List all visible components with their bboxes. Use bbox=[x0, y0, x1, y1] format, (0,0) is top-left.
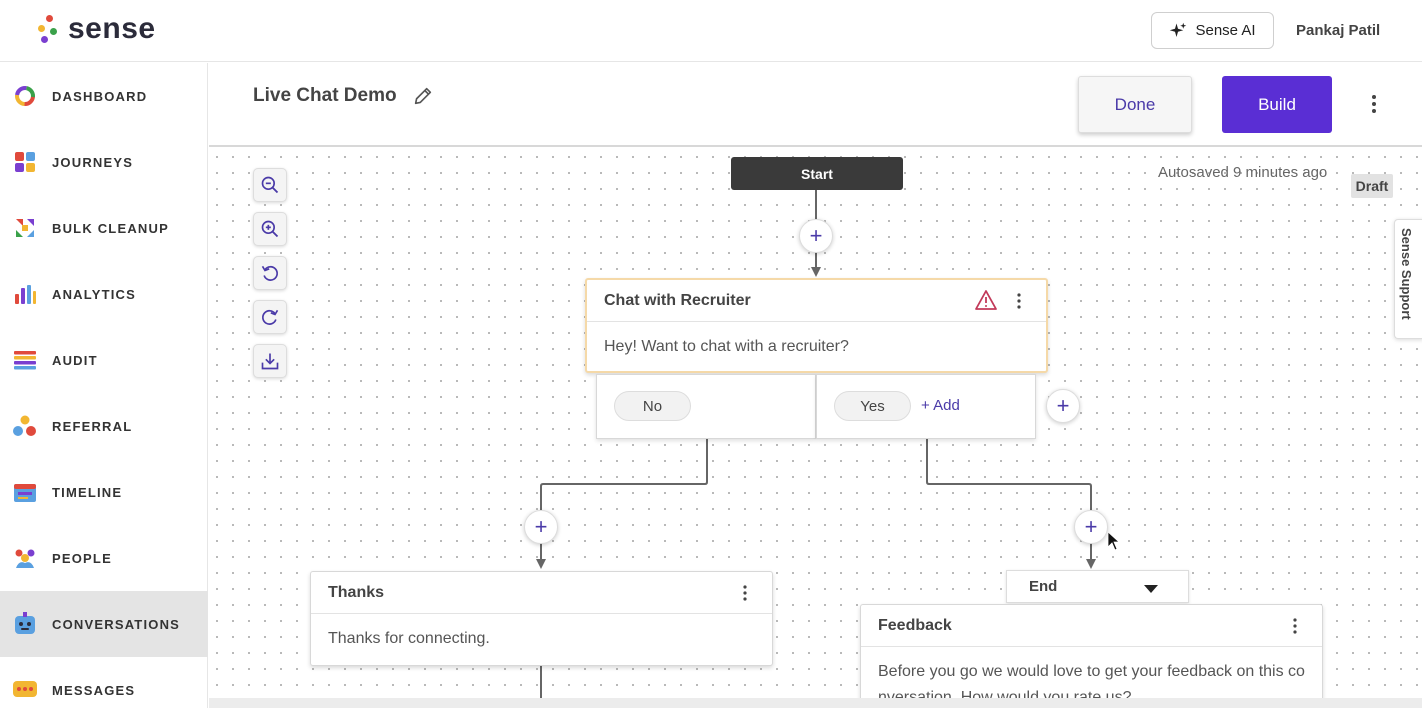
option-pill-no[interactable]: No bbox=[614, 391, 691, 421]
build-button[interactable]: Build bbox=[1222, 76, 1332, 133]
sidebar-item-label: BULK CLEANUP bbox=[52, 220, 169, 236]
undo-button[interactable] bbox=[253, 256, 287, 290]
analytics-bars-icon bbox=[15, 285, 36, 304]
sidebar-item-referral[interactable]: REFERRAL bbox=[0, 393, 208, 459]
end-select-value: End bbox=[1029, 578, 1058, 595]
sense-logo[interactable]: sense bbox=[38, 12, 156, 46]
user-name[interactable]: Pankaj Patil bbox=[1296, 22, 1381, 39]
option-branch-yes: Yes + Add bbox=[816, 374, 1036, 439]
chat-with-recruiter-node[interactable]: Chat with Recruiter Hey! Want to chat wi… bbox=[585, 278, 1048, 373]
start-node[interactable]: Start bbox=[731, 157, 903, 190]
journeys-grid-icon bbox=[15, 152, 35, 172]
sidebar-item-conversations[interactable]: CONVERSATIONS bbox=[0, 591, 208, 657]
autosave-status: Autosaved 9 minutes ago bbox=[1158, 164, 1328, 181]
add-step-button[interactable]: + bbox=[524, 510, 558, 544]
sidebar-item-analytics[interactable]: ANALYTICS bbox=[0, 261, 208, 327]
undo-icon bbox=[261, 265, 278, 281]
messages-bubble-icon bbox=[13, 681, 37, 697]
redo-icon bbox=[262, 309, 279, 325]
sense-support-tab[interactable]: Sense Support bbox=[1394, 219, 1422, 339]
option-branch-no: No bbox=[596, 374, 816, 439]
zoom-out-button[interactable] bbox=[253, 168, 287, 202]
sidebar-item-journeys[interactable]: JOURNEYS bbox=[0, 129, 208, 195]
option-pill-yes[interactable]: Yes bbox=[834, 391, 911, 421]
node-more-icon[interactable] bbox=[742, 585, 748, 601]
redo-button[interactable] bbox=[253, 300, 287, 334]
audit-list-icon bbox=[14, 351, 36, 370]
status-badge: Draft bbox=[1351, 174, 1393, 198]
node-title: Chat with Recruiter bbox=[604, 291, 751, 309]
zoom-in-icon bbox=[261, 220, 279, 238]
node-message: Hey! Want to chat with a recruiter? bbox=[604, 338, 849, 355]
top-bar: sense Sense AI Pankaj Patil bbox=[0, 0, 1422, 62]
download-icon bbox=[261, 353, 279, 370]
add-step-button[interactable]: + bbox=[799, 219, 833, 253]
node-title: Feedback bbox=[878, 616, 952, 634]
node-header: Thanks bbox=[311, 572, 772, 614]
sidebar-item-people[interactable]: PEOPLE bbox=[0, 525, 208, 591]
node-header: Feedback bbox=[861, 605, 1322, 647]
download-button[interactable] bbox=[253, 344, 287, 378]
referral-people-icon bbox=[13, 415, 36, 436]
logo-dots-icon bbox=[38, 13, 60, 45]
node-header: Chat with Recruiter bbox=[587, 280, 1046, 322]
sidebar-item-label: JOURNEYS bbox=[52, 154, 134, 170]
sidebar-item-timeline[interactable]: TIMELINE bbox=[0, 459, 208, 525]
more-options-icon[interactable] bbox=[1367, 93, 1381, 115]
sidebar-item-label: TIMELINE bbox=[52, 484, 123, 500]
end-select[interactable]: End bbox=[1006, 570, 1189, 603]
sidebar-item-label: MESSAGES bbox=[52, 682, 136, 698]
sidebar-item-bulk-cleanup[interactable]: BULK CLEANUP bbox=[0, 195, 208, 261]
people-group-icon bbox=[15, 549, 35, 568]
thanks-node[interactable]: Thanks Thanks for connecting. bbox=[310, 571, 773, 666]
sidebar-item-audit[interactable]: AUDIT bbox=[0, 327, 208, 393]
flow-connectors bbox=[536, 190, 1121, 708]
chevron-down-icon bbox=[1144, 585, 1158, 593]
conversations-bot-icon bbox=[15, 612, 35, 634]
add-step-button[interactable]: + bbox=[1074, 510, 1108, 544]
bulk-cleanup-arrows-icon bbox=[16, 219, 34, 237]
add-option-link[interactable]: + Add bbox=[921, 397, 960, 414]
brand-name: sense bbox=[68, 12, 156, 45]
page-title: Live Chat Demo bbox=[253, 85, 397, 106]
zoom-in-button[interactable] bbox=[253, 212, 287, 246]
sidebar-item-label: DASHBOARD bbox=[52, 88, 148, 104]
timeline-calendar-icon bbox=[14, 484, 36, 502]
sparkle-icon bbox=[1170, 22, 1187, 37]
done-button[interactable]: Done bbox=[1078, 76, 1192, 133]
sense-support-label: Sense Support bbox=[1399, 228, 1414, 320]
pencil-edit-icon[interactable] bbox=[412, 85, 434, 107]
add-branch-button[interactable]: + bbox=[1046, 389, 1080, 423]
warning-icon[interactable] bbox=[974, 289, 998, 311]
feedback-node[interactable]: Feedback Before you go we would love to … bbox=[860, 604, 1323, 708]
sidebar-item-label: ANALYTICS bbox=[52, 286, 136, 302]
sidebar-item-label: CONVERSATIONS bbox=[52, 616, 181, 632]
node-more-icon[interactable] bbox=[1292, 618, 1298, 634]
zoom-out-icon bbox=[261, 176, 279, 194]
flow-canvas[interactable]: Autosaved 9 minutes ago Draft Sense Supp… bbox=[209, 149, 1422, 708]
sidebar: DASHBOARD JOURNEYS BULK CLEANUP ANALYTIC… bbox=[0, 63, 208, 708]
sidebar-item-dashboard[interactable]: DASHBOARD bbox=[0, 63, 208, 129]
dashboard-ring-icon bbox=[15, 86, 35, 106]
sidebar-item-label: AUDIT bbox=[52, 352, 98, 368]
sense-ai-button[interactable]: Sense AI bbox=[1151, 12, 1274, 49]
node-message: Thanks for connecting. bbox=[328, 630, 490, 647]
journey-header: Live Chat Demo Done Build bbox=[209, 63, 1422, 147]
horizontal-scrollbar[interactable] bbox=[209, 698, 1422, 708]
node-title: Thanks bbox=[328, 583, 385, 601]
node-more-icon[interactable] bbox=[1016, 293, 1022, 309]
sense-ai-label: Sense AI bbox=[1195, 22, 1256, 39]
sidebar-item-label: REFERRAL bbox=[52, 418, 133, 434]
sidebar-item-messages[interactable]: MESSAGES bbox=[0, 657, 208, 723]
sidebar-item-label: PEOPLE bbox=[52, 550, 112, 566]
